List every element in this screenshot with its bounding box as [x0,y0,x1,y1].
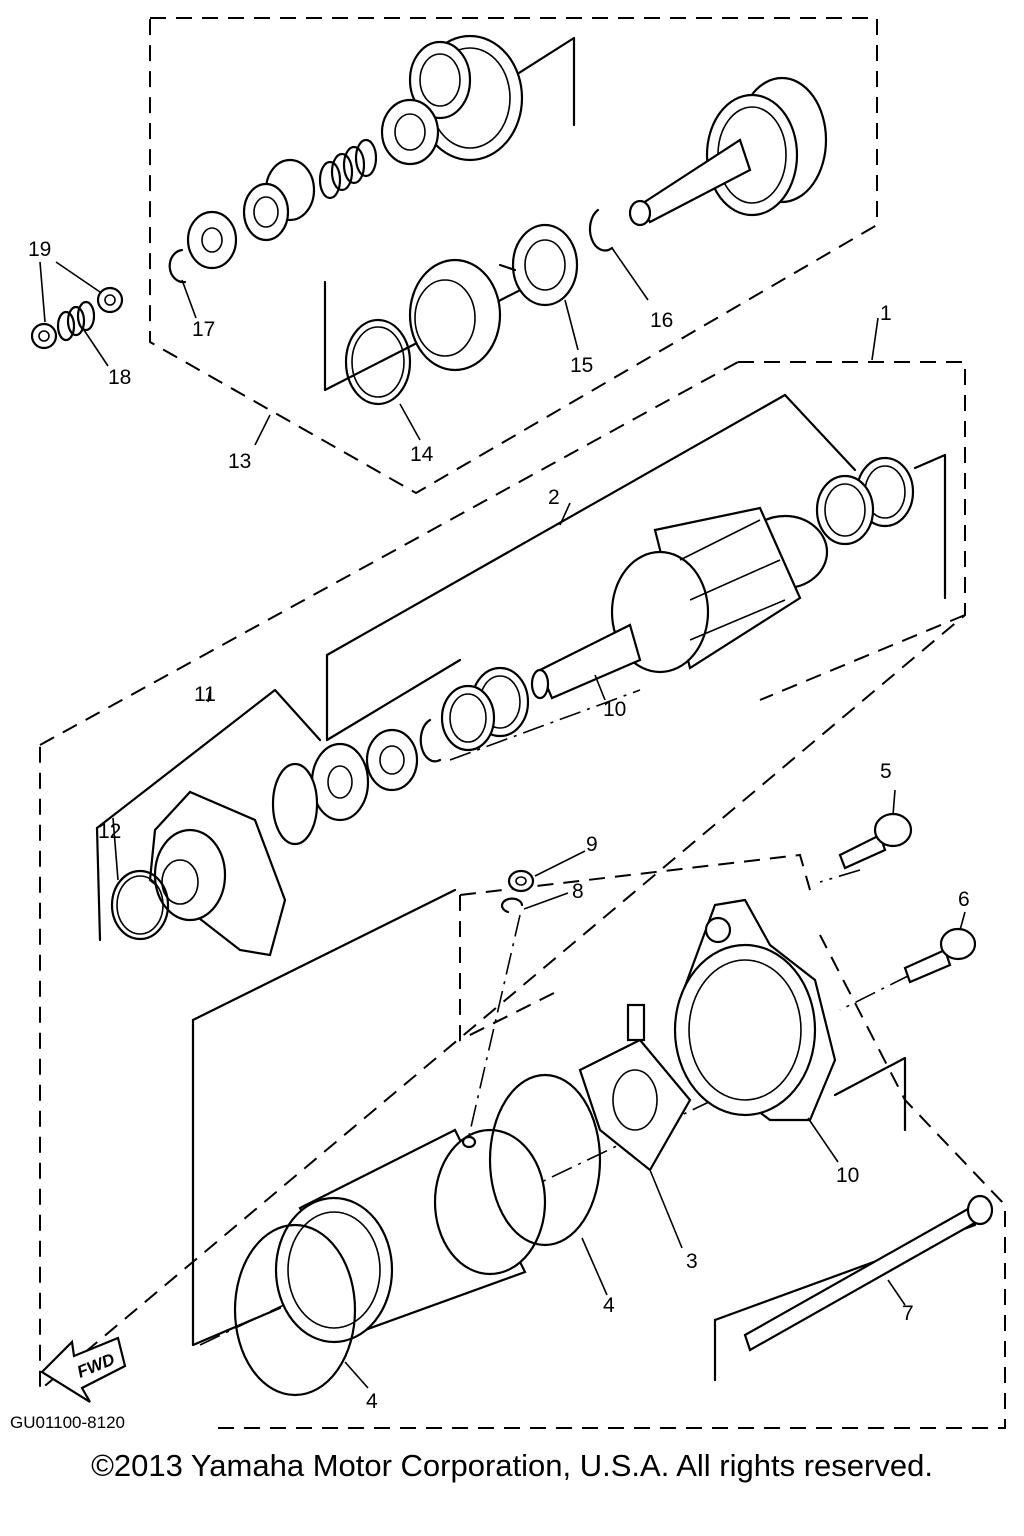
callout-5: 7 [902,1302,914,1325]
circlip-16 [588,208,614,252]
through-bolt [743,1194,994,1352]
circlip-17 [168,248,187,284]
leader-lines [39,247,966,1389]
o-ring-9 [110,869,170,941]
washers-19 [30,286,124,350]
callout-11: 8 [572,880,584,903]
callout-labels: 19 18 17 13 14 15 16 1 2 10 11 12 5 6 9 … [28,238,970,1413]
o-ring-4-rear [488,1073,602,1247]
group-1-boundary [39,361,1006,1429]
group-13-boundary [149,17,878,495]
callout-13: 13 [228,450,251,473]
callout-3: 3 [686,1250,698,1273]
stopper-collar [242,158,316,242]
callout-4a: 4 [603,1294,615,1317]
callout-6: 10 [603,698,626,721]
exploded-parts-diagram: FWD 19 18 17 13 14 15 16 1 2 10 11 12 5 … [10,17,1006,1432]
o-ring-4-front [233,1223,357,1397]
copyright-notice: ©2013 Yamaha Motor Corporation, U.S.A. A… [91,1448,933,1483]
stator-yoke [274,1128,547,1344]
gasket-14 [344,318,412,406]
nut-12 [507,869,535,893]
callout-12: 9 [586,833,598,856]
front-cover [148,742,370,957]
brush-holder [578,1003,692,1172]
callout-14: 14 [410,443,434,466]
collar-washer [186,210,238,270]
spring-18 [56,300,96,342]
callout-8: 11 [194,683,216,706]
front-shims [365,666,530,792]
callout-2: 2 [548,486,560,509]
bolt-10a [838,812,913,870]
bearing-housing [408,258,502,372]
callout-19: 19 [28,238,51,261]
clutch-shaft [628,76,828,227]
callout-17: 17 [192,318,215,341]
forward-direction-arrow: FWD [40,1336,127,1403]
callout-9: 12 [98,820,121,843]
diagram-reference-code: GU01100-8120 [10,1413,125,1432]
armature-shims [815,456,915,546]
spring [318,138,378,200]
pinion-gear [380,34,524,166]
callout-7: 10 [836,1164,859,1187]
callout-16: 16 [650,309,673,332]
callout-1: 1 [880,302,892,325]
callout-10b: 6 [958,888,970,911]
armature [530,506,829,700]
callout-4b: 4 [366,1390,378,1413]
callout-10a: 5 [880,760,892,783]
washer-11 [500,897,524,914]
callout-18: 18 [108,366,131,389]
lock-washer-15 [498,223,579,307]
bolt-10b [903,927,977,984]
rear-cover [673,898,837,1122]
callout-15: 15 [570,354,593,377]
group-terminal-boundary [459,853,811,1042]
